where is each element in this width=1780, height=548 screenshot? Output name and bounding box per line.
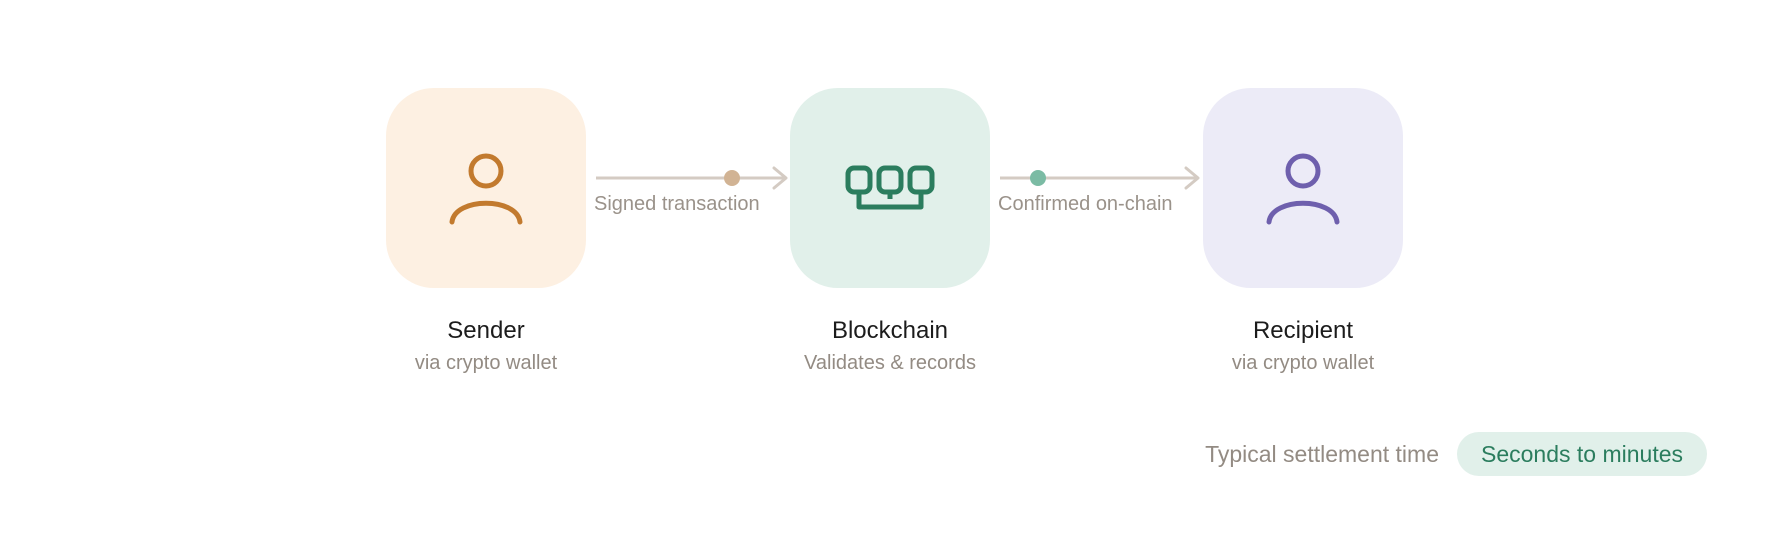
person-icon: [449, 153, 523, 225]
recipient-title: Recipient: [1252, 317, 1354, 344]
blockchain-tile: [790, 88, 990, 288]
blocks-icon: [845, 165, 935, 210]
transaction-dot: [724, 170, 740, 186]
connector-arrow-signed: [594, 166, 790, 190]
signed-transaction-label: Signed transaction: [594, 193, 760, 215]
settlement-time-badge: Seconds to minutes: [1457, 432, 1708, 476]
confirmed-onchain-label: Confirmed on-chain: [998, 193, 1173, 215]
recipient-subtitle: via crypto wallet: [1231, 352, 1375, 374]
sender-subtitle: via crypto wallet: [414, 352, 558, 374]
sender-title: Sender: [447, 317, 525, 344]
confirmation-dot: [1030, 170, 1046, 186]
sender-tile: [386, 88, 586, 288]
recipient-tile: [1203, 88, 1403, 288]
settlement-time-label: Typical settlement time: [1205, 441, 1439, 467]
connector-arrow-confirmed: [998, 166, 1202, 190]
blockchain-subtitle: Validates & records: [804, 352, 976, 374]
blockchain-title: Blockchain: [831, 317, 949, 344]
person-icon: [1266, 153, 1340, 225]
